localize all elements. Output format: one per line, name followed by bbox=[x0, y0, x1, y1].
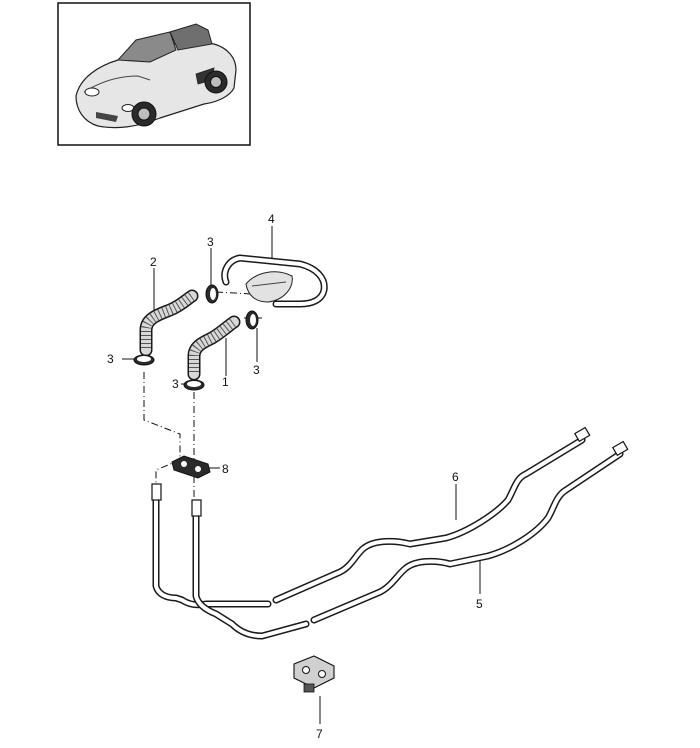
callout-5: 5 bbox=[476, 597, 483, 611]
callout-3-bottom: 3 bbox=[172, 377, 179, 391]
vehicle-thumbnail bbox=[57, 2, 251, 146]
bracket-8 bbox=[171, 455, 211, 479]
coolant-pipe-5 bbox=[191, 440, 629, 640]
callout-2: 2 bbox=[150, 255, 157, 269]
callout-labels: 1 2 3 3 3 3 4 5 6 7 8 bbox=[107, 212, 483, 741]
callout-4: 4 bbox=[268, 212, 275, 226]
coolant-hose-1 bbox=[187, 315, 241, 381]
hose-clamps bbox=[133, 284, 259, 391]
callout-6: 6 bbox=[452, 470, 459, 484]
callout-3-right: 3 bbox=[253, 363, 260, 377]
callout-1: 1 bbox=[222, 375, 229, 389]
callout-3-left: 3 bbox=[107, 352, 114, 366]
roadster-car-icon bbox=[75, 23, 237, 129]
coolant-pipe-4 bbox=[221, 254, 328, 308]
retainer-7 bbox=[293, 655, 335, 693]
coolant-hose-2 bbox=[139, 289, 199, 357]
callout-8: 8 bbox=[222, 462, 229, 476]
callout-7: 7 bbox=[316, 727, 323, 741]
callout-3-top: 3 bbox=[207, 235, 214, 249]
coolant-pipe-6 bbox=[151, 426, 591, 609]
